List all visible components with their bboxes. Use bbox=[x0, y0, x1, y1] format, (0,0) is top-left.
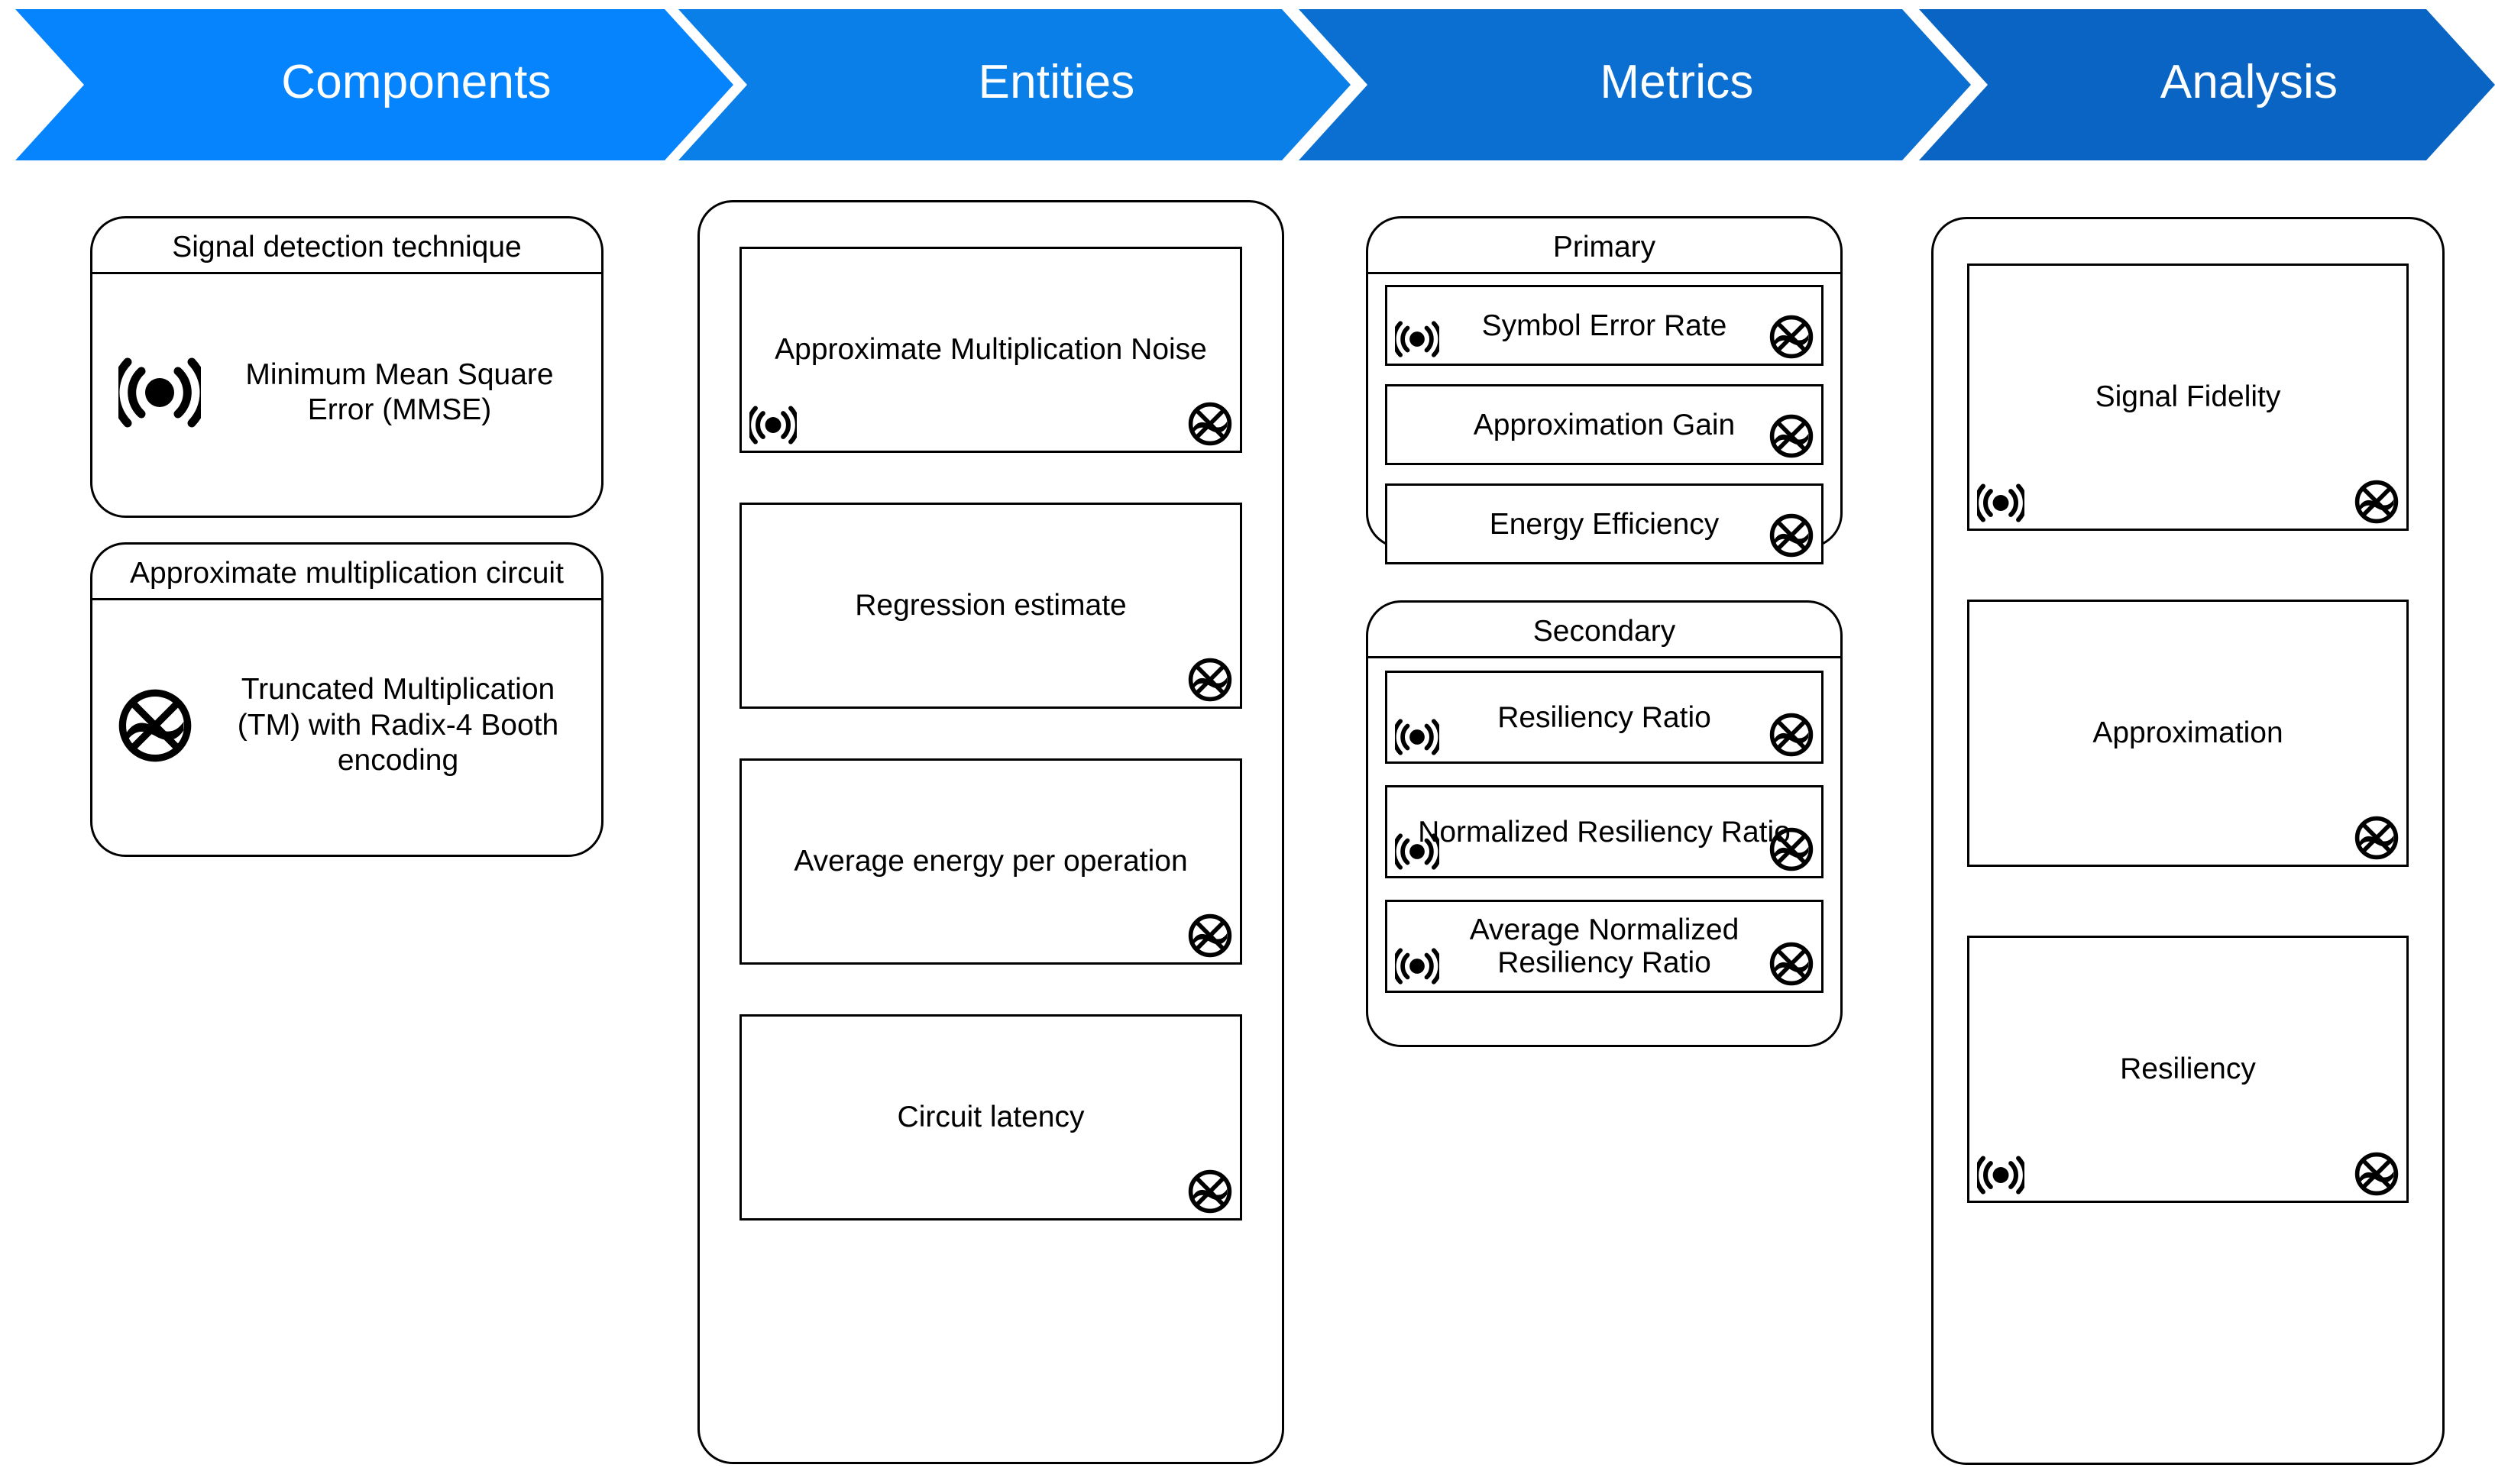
metric-label: Average Normalized Resiliency Ratio bbox=[1469, 913, 1739, 980]
signal-icon bbox=[118, 354, 201, 431]
stage-label-analysis: Analysis bbox=[2160, 55, 2338, 108]
signal-icon bbox=[1977, 482, 2024, 524]
metric-box-symbol-error-rate[interactable]: Symbol Error Rate bbox=[1385, 285, 1824, 367]
approx-multiplication-icon bbox=[2353, 478, 2400, 525]
analysis-label: Signal Fidelity bbox=[2095, 380, 2281, 414]
card-body-text-mmse: Minimum Mean Square Error (MMSE) bbox=[245, 357, 554, 427]
approx-multiplication-icon bbox=[1768, 826, 1815, 873]
analysis-container: Signal Fidelity bbox=[1931, 217, 2445, 1465]
metric-label: Energy Efficiency bbox=[1489, 507, 1720, 541]
column-metrics: Primary Symbol Error Rate bbox=[1366, 216, 1843, 1047]
card-body-text-truncated-multiplication: Truncated Multiplication (TM) with Radix… bbox=[237, 672, 559, 778]
metric-label: Approximation Gain bbox=[1473, 408, 1736, 441]
metrics-group-title-primary: Primary bbox=[1368, 218, 1840, 275]
signal-icon bbox=[749, 404, 797, 446]
analysis-box-signal-fidelity[interactable]: Signal Fidelity bbox=[1967, 263, 2409, 531]
stage-label-metrics: Metrics bbox=[1600, 55, 1754, 108]
approx-multiplication-icon bbox=[2353, 1150, 2400, 1198]
signal-icon bbox=[1395, 319, 1439, 359]
metrics-group-primary: Primary Symbol Error Rate bbox=[1366, 216, 1843, 565]
approx-multiplication-icon bbox=[1186, 400, 1234, 448]
entities-container: Approximate Multiplication Noise bbox=[697, 200, 1284, 1464]
approx-multiplication-icon bbox=[1768, 711, 1815, 758]
approx-multiplication-icon bbox=[2353, 814, 2400, 862]
approx-multiplication-icon bbox=[1768, 512, 1815, 559]
stage-chevron-entities[interactable]: Entities bbox=[678, 9, 1351, 160]
stage-chevron-band: Components Entities Metrics Analysis bbox=[0, 0, 2495, 170]
entity-box-circuit-latency[interactable]: Circuit latency bbox=[739, 1014, 1242, 1221]
entity-label: Average energy per operation bbox=[794, 845, 1188, 878]
metric-box-resiliency-ratio[interactable]: Resiliency Ratio bbox=[1385, 671, 1824, 765]
card-approximate-multiplication-circuit[interactable]: Approximate multiplication circuit Trunc… bbox=[90, 542, 604, 857]
metric-box-normalized-resiliency-ratio[interactable]: Normalized Resiliency Ratio bbox=[1385, 785, 1824, 879]
card-body-approximate-multiplication-circuit: Truncated Multiplication (TM) with Radix… bbox=[92, 600, 601, 850]
approx-multiplication-icon bbox=[1186, 1168, 1234, 1215]
entity-box-approximate-multiplication-noise[interactable]: Approximate Multiplication Noise bbox=[739, 247, 1242, 453]
metrics-group-secondary: Secondary Resiliency Ratio bbox=[1366, 600, 1843, 1047]
metric-label: Normalized Resiliency Ratio bbox=[1418, 815, 1791, 849]
approx-multiplication-icon bbox=[1186, 656, 1234, 703]
signal-icon bbox=[1395, 946, 1439, 986]
stage-chevron-metrics[interactable]: Metrics bbox=[1299, 9, 1971, 160]
signal-icon bbox=[1395, 832, 1439, 871]
metric-label: Symbol Error Rate bbox=[1481, 309, 1727, 342]
signal-icon bbox=[1977, 1154, 2024, 1196]
stage-label-components: Components bbox=[281, 55, 552, 108]
entity-label: Regression estimate bbox=[855, 589, 1127, 622]
stage-chevron-components[interactable]: Components bbox=[15, 9, 733, 160]
metrics-group-title-secondary: Secondary bbox=[1368, 603, 1840, 659]
card-title-approximate-multiplication-circuit: Approximate multiplication circuit bbox=[92, 545, 601, 601]
metric-box-energy-efficiency[interactable]: Energy Efficiency bbox=[1385, 483, 1824, 565]
signal-icon bbox=[1395, 717, 1439, 757]
approx-multiplication-icon bbox=[1768, 412, 1815, 460]
entity-box-regression-estimate[interactable]: Regression estimate bbox=[739, 503, 1242, 709]
metric-box-approximation-gain[interactable]: Approximation Gain bbox=[1385, 384, 1824, 466]
approx-multiplication-icon bbox=[1186, 912, 1234, 959]
approx-multiplication-icon bbox=[115, 686, 195, 765]
analysis-label: Resiliency bbox=[2120, 1052, 2256, 1086]
card-signal-detection-technique[interactable]: Signal detection technique Minimum Mean … bbox=[90, 216, 604, 518]
column-components: Signal detection technique Minimum Mean … bbox=[90, 216, 604, 857]
entity-label: Approximate Multiplication Noise bbox=[775, 333, 1207, 367]
metric-box-average-normalized-resiliency-ratio[interactable]: Average Normalized Resiliency Ratio bbox=[1385, 900, 1824, 994]
stage-chevron-analysis[interactable]: Analysis bbox=[1919, 9, 2495, 160]
card-body-signal-detection-technique: Minimum Mean Square Error (MMSE) bbox=[92, 274, 601, 511]
stage-label-entities: Entities bbox=[978, 55, 1135, 108]
analysis-label: Approximation bbox=[2092, 716, 2283, 750]
approx-multiplication-icon bbox=[1768, 940, 1815, 988]
analysis-box-resiliency[interactable]: Resiliency bbox=[1967, 936, 2409, 1203]
column-entities: Approximate Multiplication Noise bbox=[697, 200, 1284, 1464]
column-analysis: Signal Fidelity bbox=[1931, 217, 2445, 1465]
card-title-signal-detection-technique: Signal detection technique bbox=[92, 218, 601, 275]
approx-multiplication-icon bbox=[1768, 313, 1815, 360]
metric-label: Resiliency Ratio bbox=[1497, 700, 1711, 734]
entity-box-average-energy-per-operation[interactable]: Average energy per operation bbox=[739, 758, 1242, 965]
entity-label: Circuit latency bbox=[897, 1101, 1085, 1134]
analysis-box-approximation[interactable]: Approximation bbox=[1967, 600, 2409, 867]
